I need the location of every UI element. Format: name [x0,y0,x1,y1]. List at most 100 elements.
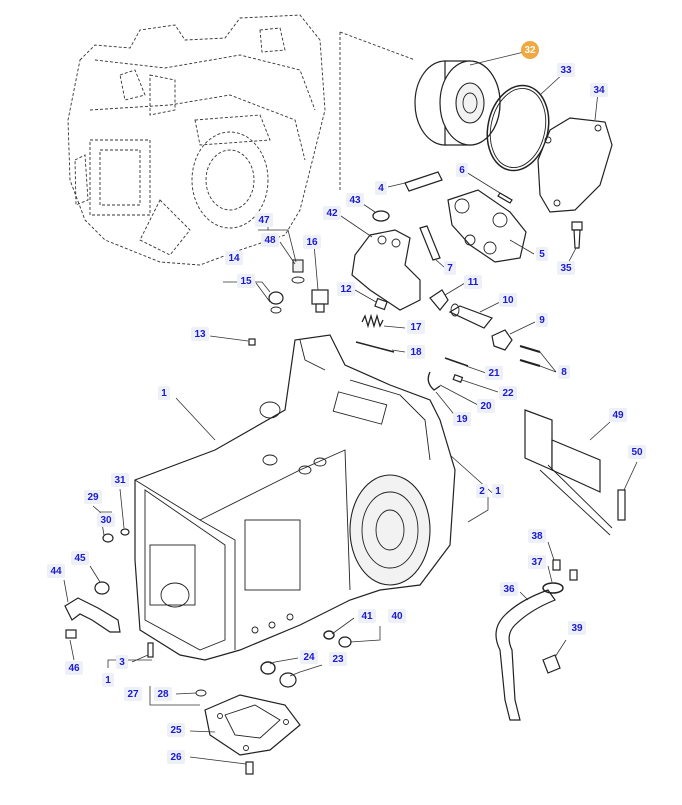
screw-13[interactable] [248,338,256,346]
plug-47[interactable] [292,259,304,273]
callout-29[interactable]: 29 [84,490,102,504]
callout-39[interactable]: 39 [568,621,586,635]
plug-45[interactable] [94,581,110,595]
callout-26[interactable]: 26 [167,750,185,764]
callout-3[interactable]: 3 [116,655,128,669]
clip-20[interactable] [427,371,441,391]
bolt-46[interactable] [65,629,77,639]
callout-12[interactable]: 12 [337,282,355,296]
callout-14[interactable]: 14 [225,251,243,265]
callout-21[interactable]: 21 [485,366,503,380]
bracket-49[interactable] [524,409,613,536]
callout-10[interactable]: 10 [499,293,517,307]
callout-42[interactable]: 42 [323,206,341,220]
pipe-44[interactable] [64,597,121,633]
screws-8[interactable] [519,345,541,367]
bracket-11[interactable] [429,289,449,311]
callout-18[interactable]: 18 [407,345,425,359]
washer-15[interactable] [270,306,282,314]
washer-48[interactable] [291,276,305,284]
callout-35[interactable]: 35 [557,261,575,275]
pin-50[interactable] [617,489,626,521]
callout-22[interactable]: 22 [499,386,517,400]
plug-23[interactable] [279,672,297,688]
cover-25[interactable] [204,694,301,756]
callout-46[interactable]: 46 [65,661,83,675]
callout-25[interactable]: 25 [167,723,185,737]
callout-1[interactable]: 1 [492,484,504,498]
callout-1[interactable]: 1 [102,673,114,687]
pin-6[interactable] [497,192,513,204]
callout-37[interactable]: 37 [528,555,546,569]
washer-28[interactable] [195,689,207,697]
callout-30[interactable]: 30 [97,513,115,527]
plug-14[interactable] [268,291,284,305]
spring-17[interactable] [361,313,384,329]
callout-1[interactable]: 1 [158,386,170,400]
pin-3[interactable] [147,642,154,658]
clip-39[interactable] [542,654,561,674]
washer-37[interactable] [542,582,564,594]
piston-10[interactable] [448,303,493,329]
callout-49[interactable]: 49 [609,408,627,422]
sleeve-12[interactable] [374,297,388,311]
switch-16[interactable] [311,289,329,313]
valve-housing[interactable] [447,189,527,263]
callout-15[interactable]: 15 [237,274,255,288]
callout-44[interactable]: 44 [47,564,65,578]
callout-24[interactable]: 24 [300,650,318,664]
callout-27[interactable]: 27 [124,687,142,701]
plug-40[interactable] [338,636,352,648]
bolt-26[interactable] [245,761,254,775]
callout-47[interactable]: 47 [255,213,273,227]
nut-30[interactable] [102,533,114,543]
callout-9[interactable]: 9 [536,313,548,327]
callout-45[interactable]: 45 [71,551,89,565]
tube-36[interactable] [495,589,556,721]
callout-16[interactable]: 16 [303,235,321,249]
screw-21[interactable] [444,357,469,367]
callout-34[interactable]: 34 [590,83,608,97]
valve-block[interactable] [351,229,421,311]
seal-24[interactable] [260,661,276,675]
callout-7[interactable]: 7 [444,261,456,275]
callout-4[interactable]: 4 [375,181,387,195]
callout-8[interactable]: 8 [558,365,570,379]
seal-41[interactable] [323,630,335,640]
filter-cover[interactable] [537,117,613,213]
filter-element[interactable] [414,60,501,146]
callout-36[interactable]: 36 [500,582,518,596]
bolt-38[interactable] [552,559,578,581]
callout-23[interactable]: 23 [329,652,347,666]
o-ring-43[interactable] [372,210,390,222]
pin-4[interactable] [404,171,443,192]
callout-32[interactable]: 32 [521,41,539,59]
callout-43[interactable]: 43 [346,193,364,207]
callout-48[interactable]: 48 [261,233,279,247]
callout-text: 20 [480,401,492,412]
callout-28[interactable]: 28 [154,687,172,701]
callout-40[interactable]: 40 [388,609,406,623]
callout-11[interactable]: 11 [464,275,482,289]
callout-6[interactable]: 6 [456,163,468,177]
callout-2[interactable]: 2 [476,484,488,498]
callout-50[interactable]: 50 [628,445,646,459]
screw-31[interactable] [120,528,130,536]
callout-31[interactable]: 31 [111,473,129,487]
pin-7[interactable] [419,225,441,261]
cap-9[interactable] [491,329,513,351]
callout-13[interactable]: 13 [191,327,209,341]
callout-bg [609,408,627,422]
callout-33[interactable]: 33 [557,63,575,77]
pin-22[interactable] [452,373,464,383]
transmission-housing[interactable] [134,334,456,661]
bolt-35[interactable] [571,221,583,249]
callout-38[interactable]: 38 [528,529,546,543]
callout-17[interactable]: 17 [407,320,425,334]
seal-ring[interactable] [480,80,557,177]
callout-19[interactable]: 19 [453,412,471,426]
callout-5[interactable]: 5 [536,247,548,261]
callout-20[interactable]: 20 [477,399,495,413]
rod-18[interactable] [355,341,395,353]
callout-41[interactable]: 41 [358,609,376,623]
